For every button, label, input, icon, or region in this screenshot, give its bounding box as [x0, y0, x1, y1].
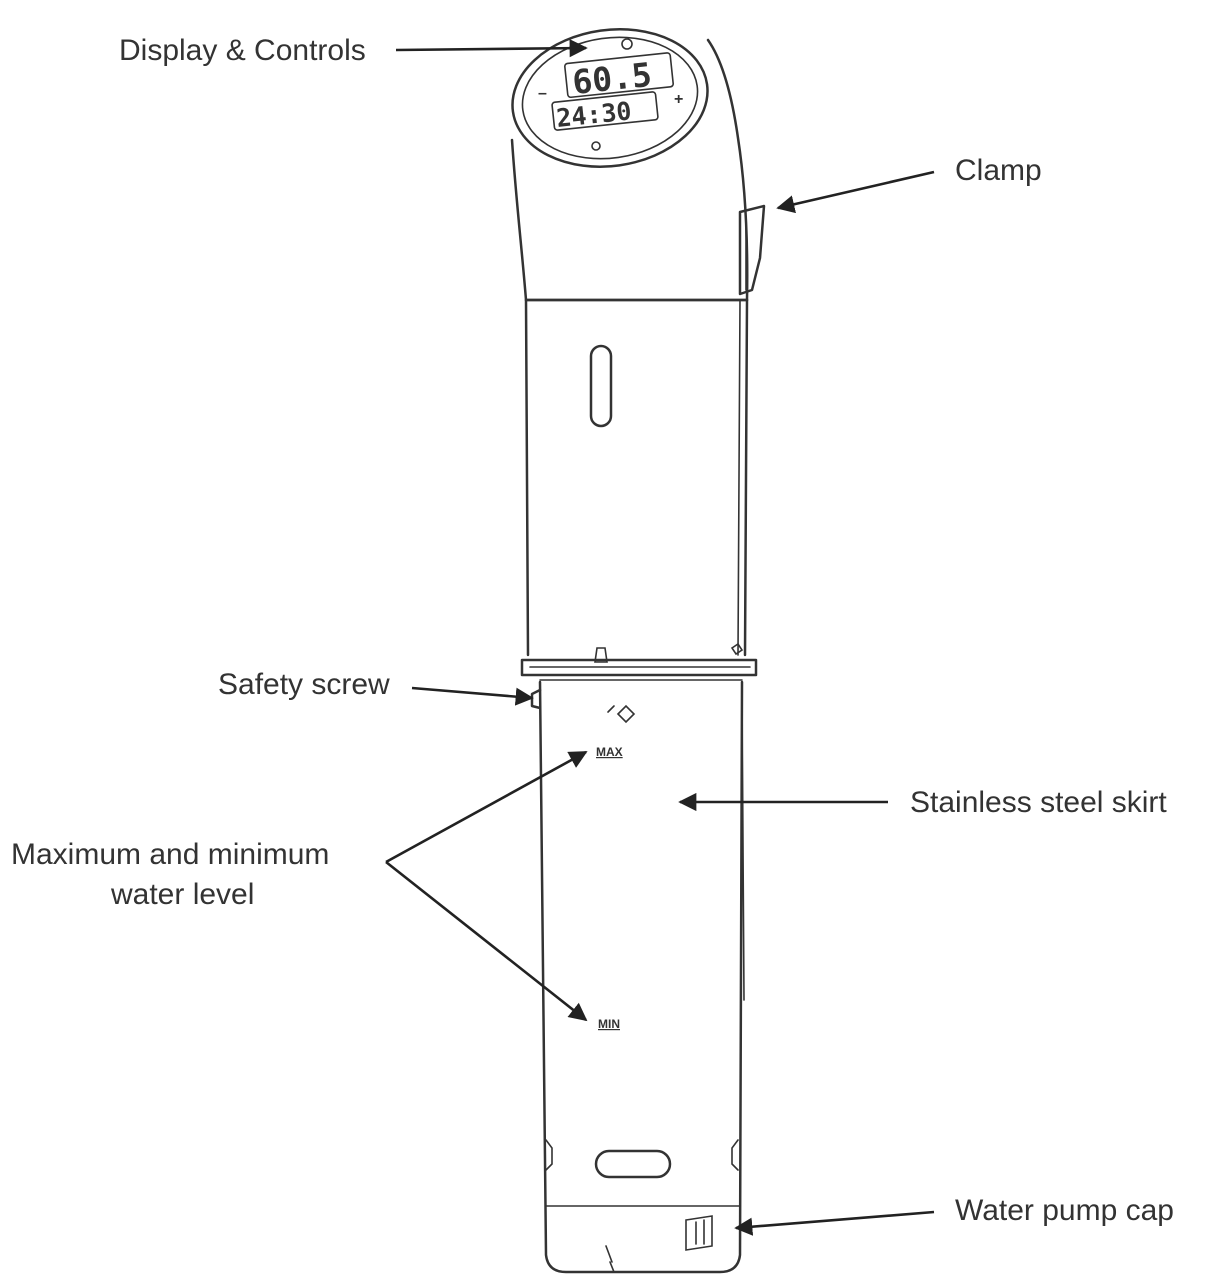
min-marking: MIN: [598, 1017, 620, 1031]
water-pump-cap: [546, 1206, 740, 1272]
body-ring: [522, 660, 756, 680]
arrow-clamp: [778, 172, 934, 208]
label-water-level-line2: water level: [110, 878, 254, 911]
body-screw-right: [732, 644, 742, 654]
max-marking: MAX: [596, 745, 623, 759]
temperature-readout: 60.5: [570, 55, 653, 102]
label-safety-screw: Safety screw: [218, 668, 390, 701]
sous-vide-device: – + 60.5 24:30 MAX: [503, 17, 764, 1272]
plus-icon: +: [674, 91, 683, 108]
arrow-min-level: [386, 862, 586, 1020]
minus-icon: –: [538, 85, 547, 102]
arrow-safety-screw: [412, 688, 532, 698]
skirt-vent: [596, 1151, 670, 1177]
arrow-max-level: [386, 752, 586, 862]
fill-icon: [608, 706, 634, 722]
upper-body: [526, 300, 747, 662]
timer-readout: 24:30: [555, 96, 633, 133]
power-icon: [622, 39, 632, 49]
label-stainless-skirt: Stainless steel skirt: [910, 786, 1167, 819]
safety-screw-part: [532, 690, 540, 708]
label-water-level-line1: Maximum and minimum: [11, 838, 329, 871]
clamp: [740, 206, 764, 294]
label-display-controls: Display & Controls: [119, 34, 366, 67]
callouts: Display & Controls Clamp Safety screw St…: [11, 34, 1174, 1228]
label-water-pump-cap: Water pump cap: [955, 1194, 1174, 1227]
display-controls-panel: – + 60.5 24:30: [503, 17, 716, 179]
stainless-skirt: MAX MIN: [532, 682, 744, 1272]
label-clamp: Clamp: [955, 154, 1042, 187]
mode-icon: [592, 142, 600, 150]
arrow-water-pump-cap: [736, 1212, 934, 1228]
arrow-display-controls: [396, 48, 586, 50]
body-slot: [591, 346, 611, 426]
